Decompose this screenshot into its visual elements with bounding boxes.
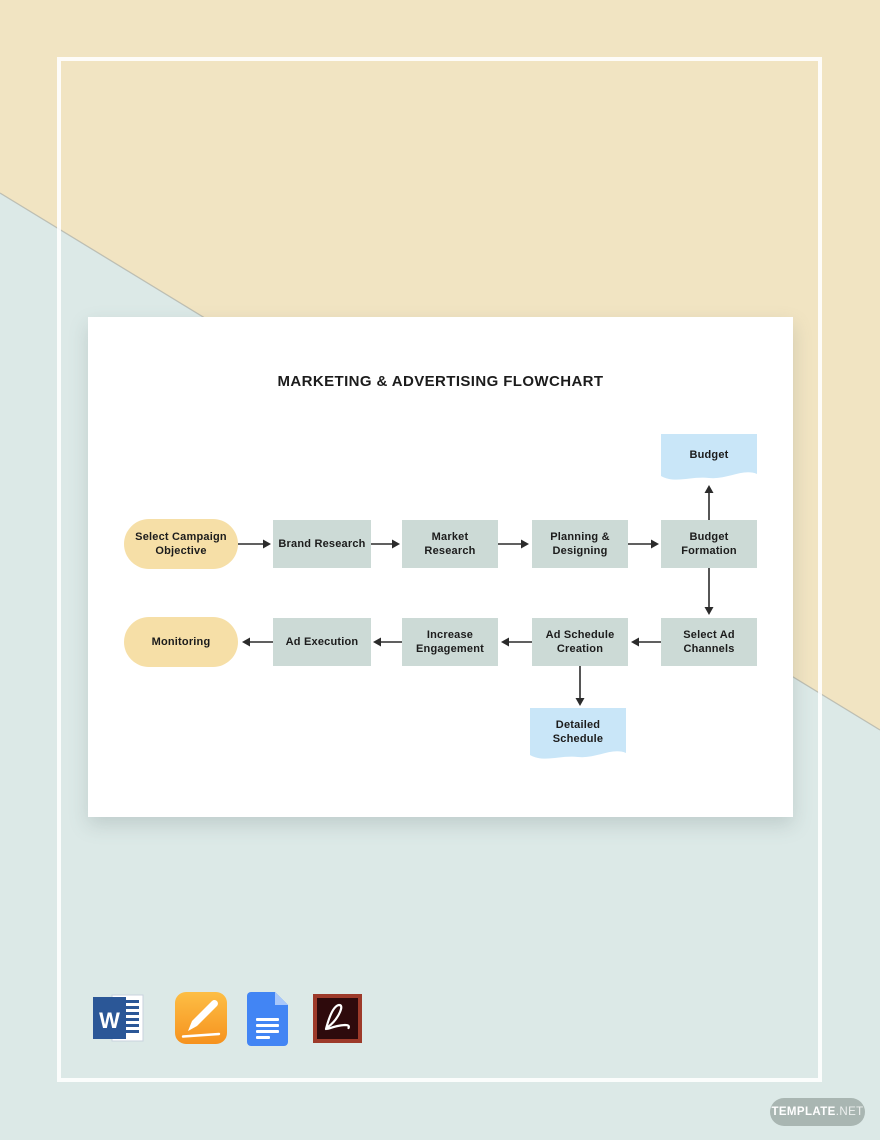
node-label-line: Channels <box>683 643 735 655</box>
node-label-line: Select Campaign <box>135 531 227 543</box>
template-net-watermark[interactable]: TEMPLATE.NET <box>770 1098 865 1126</box>
flow-node-budget-formation: Budget Formation <box>661 520 757 568</box>
node-label-line: Creation <box>556 643 604 655</box>
node-label-line: Engagement <box>415 643 484 655</box>
node-label-line: Budget <box>689 449 729 461</box>
document-shape-icon <box>661 434 757 480</box>
google-docs-icon[interactable] <box>247 992 288 1046</box>
watermark-brand-bold: TEMPLATE <box>771 1106 836 1118</box>
flow-node-planning-designing: Planning & Designing <box>532 520 628 568</box>
flow-node-select-ad-channels: Select Ad Channels <box>661 618 757 666</box>
flow-node-select-campaign-objective: Select Campaign Objective <box>124 519 238 569</box>
node-label-line: Research <box>424 545 476 557</box>
flow-node-monitoring: Monitoring <box>124 617 238 667</box>
node-label-line: Designing <box>552 545 608 557</box>
flow-node-market-research: Market Research <box>402 520 498 568</box>
node-label-line: Brand Research <box>278 538 366 550</box>
node-label-line: Formation <box>681 545 737 557</box>
node-label-line: Detailed <box>555 718 601 731</box>
apple-pages-icon[interactable] <box>175 992 227 1044</box>
flow-node-brand-research: Brand Research <box>273 520 371 568</box>
flow-doc-budget: Budget <box>661 434 757 484</box>
flow-doc-detailed-schedule: Detailed Schedule <box>530 708 626 763</box>
flowchart-card: MARKETING & ADVERTISING FLOWCHART <box>88 317 793 817</box>
node-label-line: Select Ad <box>683 629 735 641</box>
page-title: MARKETING & ADVERTISING FLOWCHART <box>277 373 604 390</box>
svg-text:W: W <box>99 1008 120 1033</box>
adobe-acrobat-pdf-icon[interactable] <box>313 994 362 1043</box>
decorative-frame <box>57 57 822 1082</box>
node-label-line: Budget <box>689 531 729 543</box>
flow-node-increase-engagement: Increase Engagement <box>402 618 498 666</box>
flow-node-ad-schedule-creation: Ad Schedule Creation <box>532 618 628 666</box>
flow-node-ad-execution: Ad Execution <box>273 618 371 666</box>
node-label-line: Market <box>431 531 469 543</box>
document-shape-icon <box>530 708 626 759</box>
node-label-line: Ad Schedule <box>545 629 615 641</box>
node-label-line: Increase <box>426 629 474 641</box>
node-label-line: Schedule <box>552 732 604 745</box>
watermark-brand-rest: .NET <box>835 1106 864 1118</box>
node-label-line: Objective <box>155 545 207 557</box>
node-label-line: Monitoring <box>151 636 211 648</box>
microsoft-word-icon[interactable]: W <box>93 992 145 1044</box>
node-label-line: Planning & <box>550 531 610 543</box>
node-label-line: Ad Execution <box>285 636 359 648</box>
